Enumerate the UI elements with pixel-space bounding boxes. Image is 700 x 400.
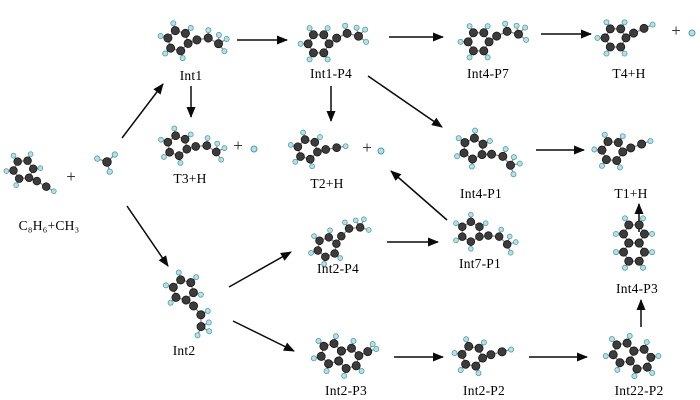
label-int2-p3: Int2-P3 [325,383,367,398]
arrow-int7-p1-to-t2 [390,170,448,221]
plus-sign: + [66,167,76,186]
label-int4-p1: Int4-P1 [460,186,502,201]
arrow-int1-p4-to-int4-p1 [367,75,443,128]
label-t4: T4+H [612,66,646,81]
plus-sign: + [233,136,243,155]
arrow-int2-to-int2-p3 [232,320,295,352]
free-hydrogen-atom [250,145,258,153]
label-int4-p7: Int4-P7 [467,66,509,81]
plus-sign: + [362,138,372,157]
label-int2-p4: Int2-P4 [317,261,359,276]
label-t3: T3+H [173,171,207,186]
free-hydrogen-atom [688,29,696,37]
label-c8h6: C₈H₆+CH₃ [18,218,80,233]
label-int2: Int2 [172,343,196,358]
arrow-int2-to-int2-p4 [228,251,292,288]
label-t1: T1+H [614,186,648,201]
plus-sign: + [671,21,681,40]
label-int2-p2: Int2-P2 [463,383,505,398]
arrow-c8h6-to-int1 [121,83,164,139]
label-int22-p2: Int22-P2 [614,383,664,398]
label-int4-p3: Int4-P3 [616,281,658,296]
label-int1-p4: Int1-P4 [310,66,352,81]
label-t2: T2+H [310,176,344,191]
free-hydrogen-atom [377,147,385,155]
label-int1: Int1 [179,68,203,83]
arrow-c8h6-to-int2 [126,205,169,267]
label-int7-p1: Int7-P1 [459,256,501,271]
